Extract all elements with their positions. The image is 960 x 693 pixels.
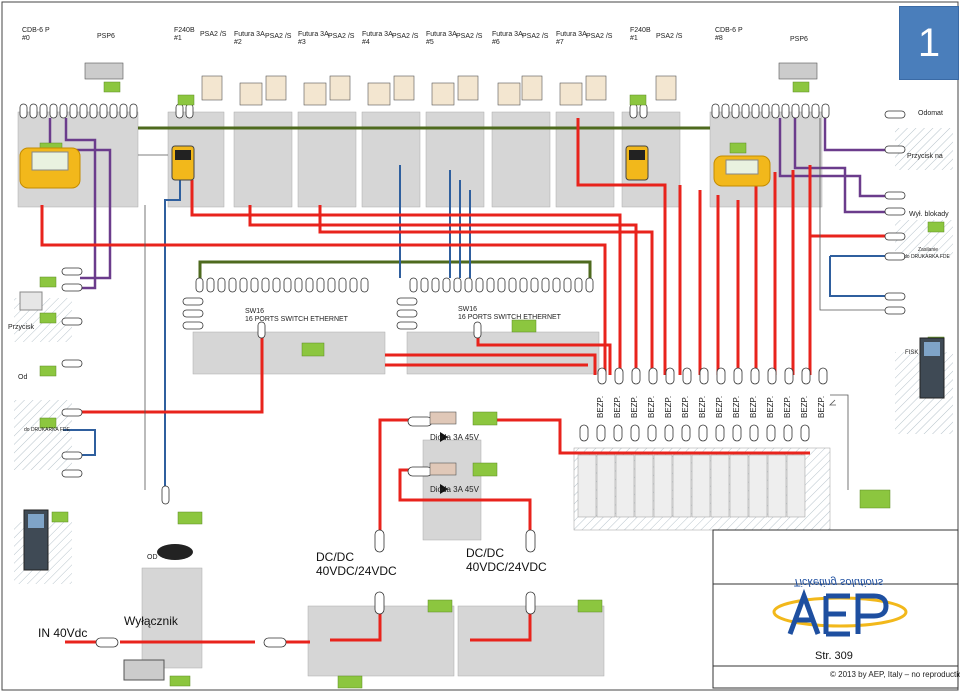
label-f240b-1: F240B#1 (174, 27, 195, 42)
label-od-small: OD (147, 554, 158, 561)
label-futura-6: Futura 3A#6 (492, 31, 523, 46)
label-wyl-blokady: Wył. blokady (909, 211, 949, 218)
green-tags (39, 81, 945, 689)
bezp-label: BEZP. (647, 395, 656, 418)
aep-logo-graphic (772, 588, 908, 637)
label-diode-2: Dioda 3A 45V (430, 485, 479, 494)
label-psa-3: PSA2 /S (328, 33, 355, 40)
bezp-label: BEZP. (715, 395, 724, 418)
label-psa-5: PSA2 /S (456, 33, 483, 40)
label-do-drukarka-right: do DRUKARKA FDE (904, 254, 950, 260)
label-futura-4: Futura 3A#4 (362, 31, 393, 46)
label-odomat: Odomat (918, 110, 943, 117)
purple-wires (48, 118, 885, 290)
label-wylacznik: Wyłącznik (124, 614, 178, 628)
bezp-label: BEZP. (698, 395, 707, 418)
label-f240b-1b: F240B#1 (630, 27, 651, 42)
bezp-label: BEZP. (613, 395, 622, 418)
page-number-badge: 1 (899, 6, 959, 80)
label-psp6-right: PSP6 (790, 36, 808, 43)
label-psa2-1b: PSA2 /S (656, 33, 683, 40)
bezp-label: BEZP. (800, 395, 809, 418)
label-przycisk-left: Przycisk (8, 324, 35, 331)
page-reference: Str. 309 (815, 650, 853, 662)
diode-symbols (440, 432, 448, 494)
bezp-label: BEZP. (749, 395, 758, 418)
blue-wires (63, 165, 885, 490)
label-fisk: FISK (905, 350, 919, 356)
label-przycisk-na: Przycisk na (907, 153, 943, 160)
label-cdb6-0: CDB-6 P#0 (22, 27, 50, 42)
thin-leads (138, 118, 885, 490)
meter-icons (84, 62, 818, 476)
label-in-40vdc: IN 40Vdc (38, 626, 88, 640)
bezp-label: BEZP. (630, 395, 639, 418)
label-futura-3: Futura 3A#3 (298, 31, 329, 46)
bezp-label: BEZP. (817, 395, 826, 418)
label-psa-4: PSA2 /S (392, 33, 419, 40)
label-od-left: Od (18, 374, 28, 381)
bezp-label: BEZP. (664, 395, 673, 418)
arrow-indicator (829, 399, 836, 406)
label-diode-1: Dioda 3A 45V (430, 433, 479, 442)
olive-bus (138, 126, 710, 278)
bezp-terminal-block (577, 454, 806, 518)
logo-tagline: Ticketing solutions (793, 576, 884, 588)
ticket-machine-images (19, 291, 945, 681)
title-block (712, 529, 959, 689)
label-psp6-left: PSP6 (97, 33, 115, 40)
label-psa2-1: PSA2 /S (200, 31, 227, 38)
label-zasilanie: Zasilanie (918, 247, 939, 253)
label-cdb6-8: CDB-6 P#8 (715, 27, 743, 42)
label-psa-2: PSA2 /S (265, 33, 292, 40)
bezp-label: BEZP. (783, 395, 792, 418)
bezp-label: BEZP. (766, 395, 775, 418)
yellow-devices (19, 145, 771, 189)
terminal-connectors (19, 103, 906, 648)
label-do-drukarka-left: do DRUKARKA FDE (24, 427, 70, 433)
bezp-label: BEZP. (596, 395, 605, 418)
label-psa-7: PSA2 /S (586, 33, 613, 40)
label-futura-2: Futura 3A#2 (234, 31, 265, 46)
label-futura-7: Futura 3A#7 (556, 31, 587, 46)
bezp-label: BEZP. (732, 395, 741, 418)
label-futura-5: Futura 3A#5 (426, 31, 457, 46)
copyright: © 2013 by AEP, Italy – no reproduction (830, 670, 960, 679)
bezp-label: BEZP. (681, 395, 690, 418)
label-psa-6: PSA2 /S (522, 33, 549, 40)
